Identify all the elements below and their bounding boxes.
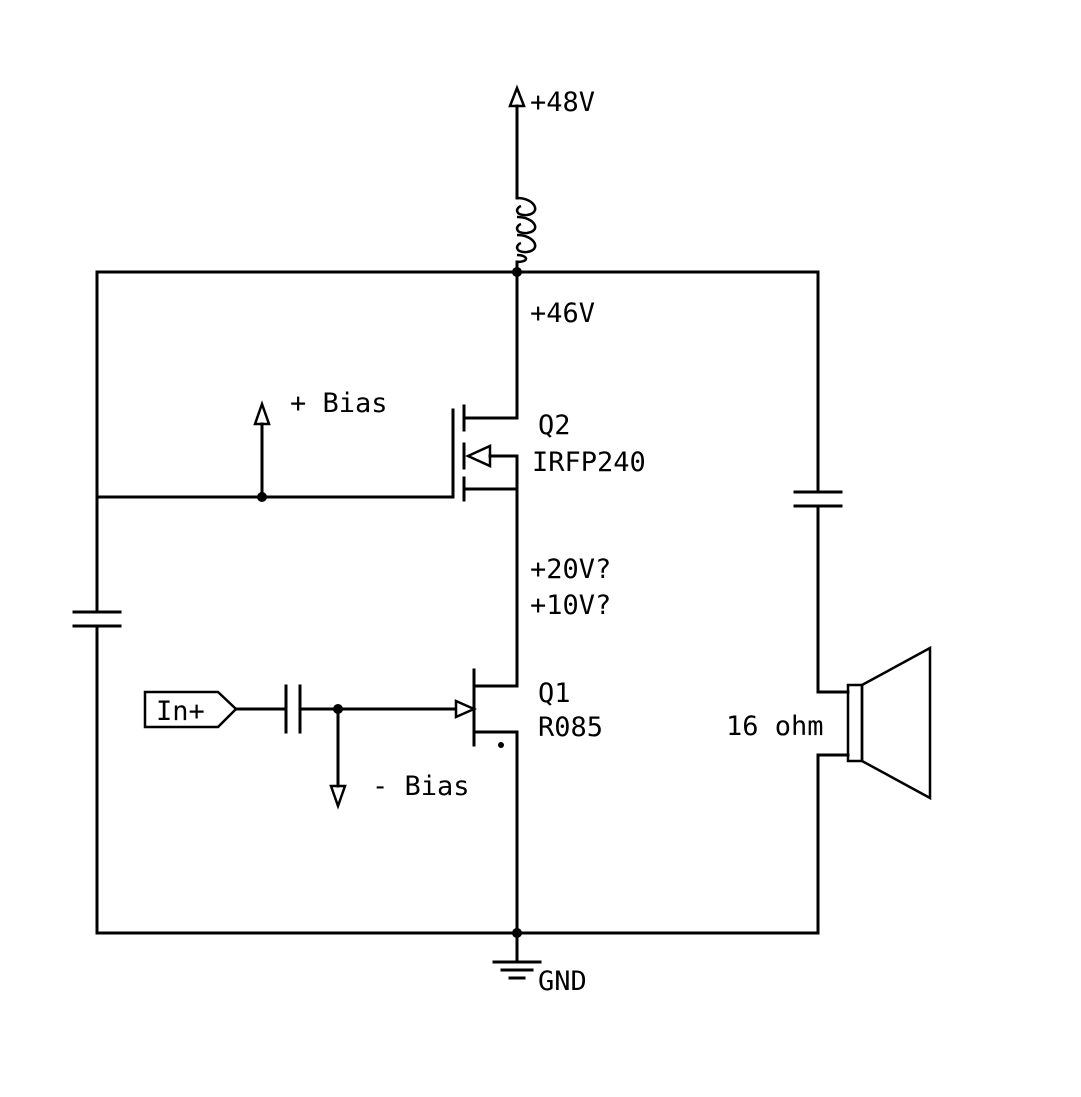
- q1-part-label: R085: [538, 712, 603, 743]
- output-capacitor: [793, 490, 843, 508]
- q1-ref-label: Q1: [538, 678, 571, 709]
- mid-voltage-label-2: +10V?: [530, 590, 611, 621]
- supply-48v-label: +48V: [530, 87, 595, 118]
- q2-part-label: IRFP240: [532, 447, 646, 478]
- input-port-label: In+: [156, 696, 205, 727]
- ground-symbol: [492, 931, 542, 980]
- q1-gate-arrow: [454, 699, 478, 719]
- mid-voltage-label-1: +20V?: [530, 554, 611, 585]
- supply-48v-symbol: [508, 84, 526, 200]
- top-rail-voltage-label: +46V: [530, 298, 595, 329]
- input-port: [143, 690, 238, 729]
- plus-bias-arrow: [253, 400, 271, 499]
- q2-mosfet: [451, 270, 519, 502]
- left-capacitor: [72, 610, 122, 628]
- input-capacitor: [284, 684, 302, 734]
- minus-bias-arrow: [329, 707, 347, 810]
- plus-bias-label: + Bias: [290, 388, 388, 419]
- speaker: [846, 645, 932, 801]
- minus-bias-label: - Bias: [372, 771, 470, 802]
- speaker-impedance-label: 16 ohm: [726, 711, 824, 742]
- inductor: [515, 196, 537, 274]
- q2-ref-label: Q2: [538, 410, 571, 441]
- ground-label: GND: [538, 966, 587, 997]
- q1-jfet: [472, 668, 519, 935]
